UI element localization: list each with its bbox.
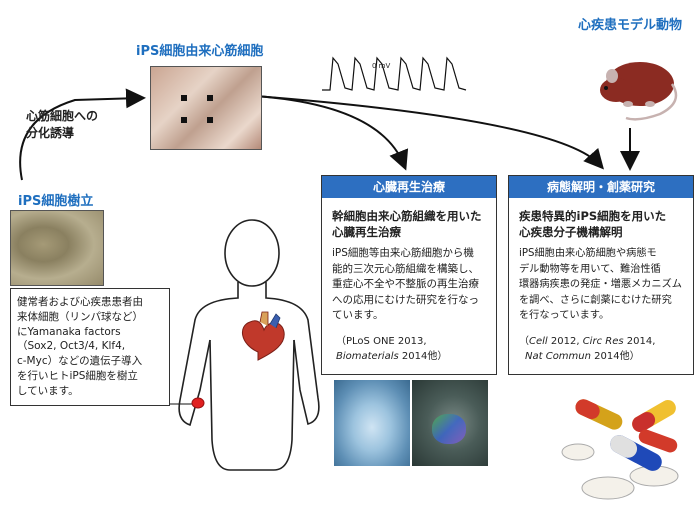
- note-line: 来体細胞（リンパ球など）: [17, 310, 143, 323]
- heart-icon: [242, 311, 285, 361]
- research-ref-line: （Cell 2012, Circ Res 2014,: [519, 334, 685, 349]
- note-line: 健常者および心疾患患者由: [17, 296, 143, 308]
- regen-box-body: iPS細胞等由来心筋細胞から機 能的三次元心筋組織を構築し、 重症心不全や不整脈…: [322, 240, 496, 324]
- cardiomyocyte-micrograph: [150, 66, 262, 150]
- regen-therapy-box: 心臓再生治療 幹細胞由来心筋組織を用いた 心臓再生治療 iPS細胞等由来心筋細胞…: [321, 175, 497, 375]
- note-line: c-Myc）などの遺伝子導入: [17, 355, 143, 368]
- arrow-to-regen: [254, 95, 409, 171]
- regen-body-line: 能的三次元心筋組織を構築し、: [332, 262, 479, 275]
- note-line: を行いヒトiPS細胞を樹立: [17, 369, 138, 382]
- differentiation-label: 心筋細胞への 分化誘導: [26, 108, 98, 142]
- regen-box-title: 幹細胞由来心筋組織を用いた 心臓再生治療: [322, 198, 496, 240]
- regen-body-line: への応用にむけた研究を行なっ: [332, 293, 479, 306]
- ref-year: 2014他）: [590, 350, 640, 362]
- regen-body-line: 重症心不全や不整脈の再生治療: [332, 278, 479, 290]
- research-box-header: 病態解明・創薬研究: [509, 176, 693, 198]
- ips-cardiomyocyte-title: iPS細胞由来心筋細胞: [136, 44, 264, 59]
- differentiation-line-1: 心筋細胞への: [26, 109, 99, 123]
- blood-sample-dot: [191, 397, 205, 409]
- ref-year: 2014,: [623, 335, 656, 347]
- voltage-label: 0 mV: [372, 62, 391, 70]
- research-title-line: 心疾患分子機構解明: [519, 225, 623, 239]
- engineered-heart-photo: [334, 380, 410, 466]
- note-line: にYamanaka factors: [17, 325, 121, 338]
- arrow-to-research: [254, 95, 604, 170]
- research-body-line: デル動物等を用いて、難治性循: [519, 263, 661, 275]
- research-body-line: 環器病疾患の発症・増悪メカニズム: [519, 279, 682, 290]
- engineered-heart-fluorescence: [412, 380, 488, 466]
- ref-paren: （: [519, 335, 529, 347]
- regen-title-line: 心臓再生治療: [332, 225, 401, 239]
- research-body-line: を調べ、さらに創薬にむけた研究: [519, 294, 672, 306]
- regen-ref-year: 2014他）: [398, 350, 448, 362]
- research-box-title: 疾患特異的iPS細胞を用いた 心疾患分子機構解明: [509, 198, 693, 240]
- research-title-line: 疾患特異的iPS細胞を用いた: [519, 209, 667, 223]
- regen-ref-line: Biomaterials 2014他）: [336, 349, 488, 364]
- differentiation-line-2: 分化誘導: [26, 126, 75, 140]
- ips-establish-note: 健常者および心疾患患者由 来体細胞（リンパ球など） にYamanaka fact…: [10, 288, 170, 406]
- regen-ref-line: （PLoS ONE 2013,: [336, 335, 427, 347]
- research-box-body: iPS細胞由来心筋細胞や病態モ デル動物等を用いて、難治性循 環器病疾患の発症・…: [509, 240, 693, 324]
- research-body-line: を行なっています。: [519, 310, 610, 321]
- ref-journal-natcommun: Nat Commun: [525, 350, 591, 362]
- regen-box-header: 心臓再生治療: [322, 176, 496, 198]
- ref-year: 2012,: [547, 335, 583, 347]
- medicine-pills-icon: [561, 399, 679, 500]
- ref-journal-cell: Cell: [529, 335, 548, 347]
- arrow-differentiation: [19, 88, 146, 181]
- ips-establish-title: iPS細胞樹立: [18, 194, 94, 209]
- research-box-reference: （Cell 2012, Circ Res 2014, Nat Commun 20…: [509, 324, 693, 364]
- regen-box-reference: （PLoS ONE 2013, Biomaterials 2014他）: [322, 324, 496, 364]
- regen-body-line: ています。: [332, 309, 384, 321]
- disease-animal-title: 心疾患モデル動物: [578, 18, 683, 33]
- human-silhouette: [178, 219, 320, 471]
- regen-body-line: iPS細胞等由来心筋細胞から機: [332, 247, 474, 259]
- note-line: しています。: [17, 384, 79, 397]
- disease-research-box: 病態解明・創薬研究 疾患特異的iPS細胞を用いた 心疾患分子機構解明 iPS細胞…: [508, 175, 694, 375]
- regen-ref-journal: Biomaterials: [336, 350, 399, 362]
- regen-title-line: 幹細胞由来心筋組織を用いた: [332, 209, 482, 223]
- ips-colony-micrograph: [10, 210, 104, 286]
- action-potential-trace: [322, 56, 467, 91]
- research-ref-line: Nat Commun 2014他）: [519, 349, 685, 364]
- ref-journal-circres: Circ Res: [582, 335, 624, 347]
- research-body-line: iPS細胞由来心筋細胞や病態モ: [519, 248, 657, 259]
- note-line: （Sox2, Oct3/4, Klf4,: [17, 340, 126, 353]
- rat-icon: [600, 62, 678, 121]
